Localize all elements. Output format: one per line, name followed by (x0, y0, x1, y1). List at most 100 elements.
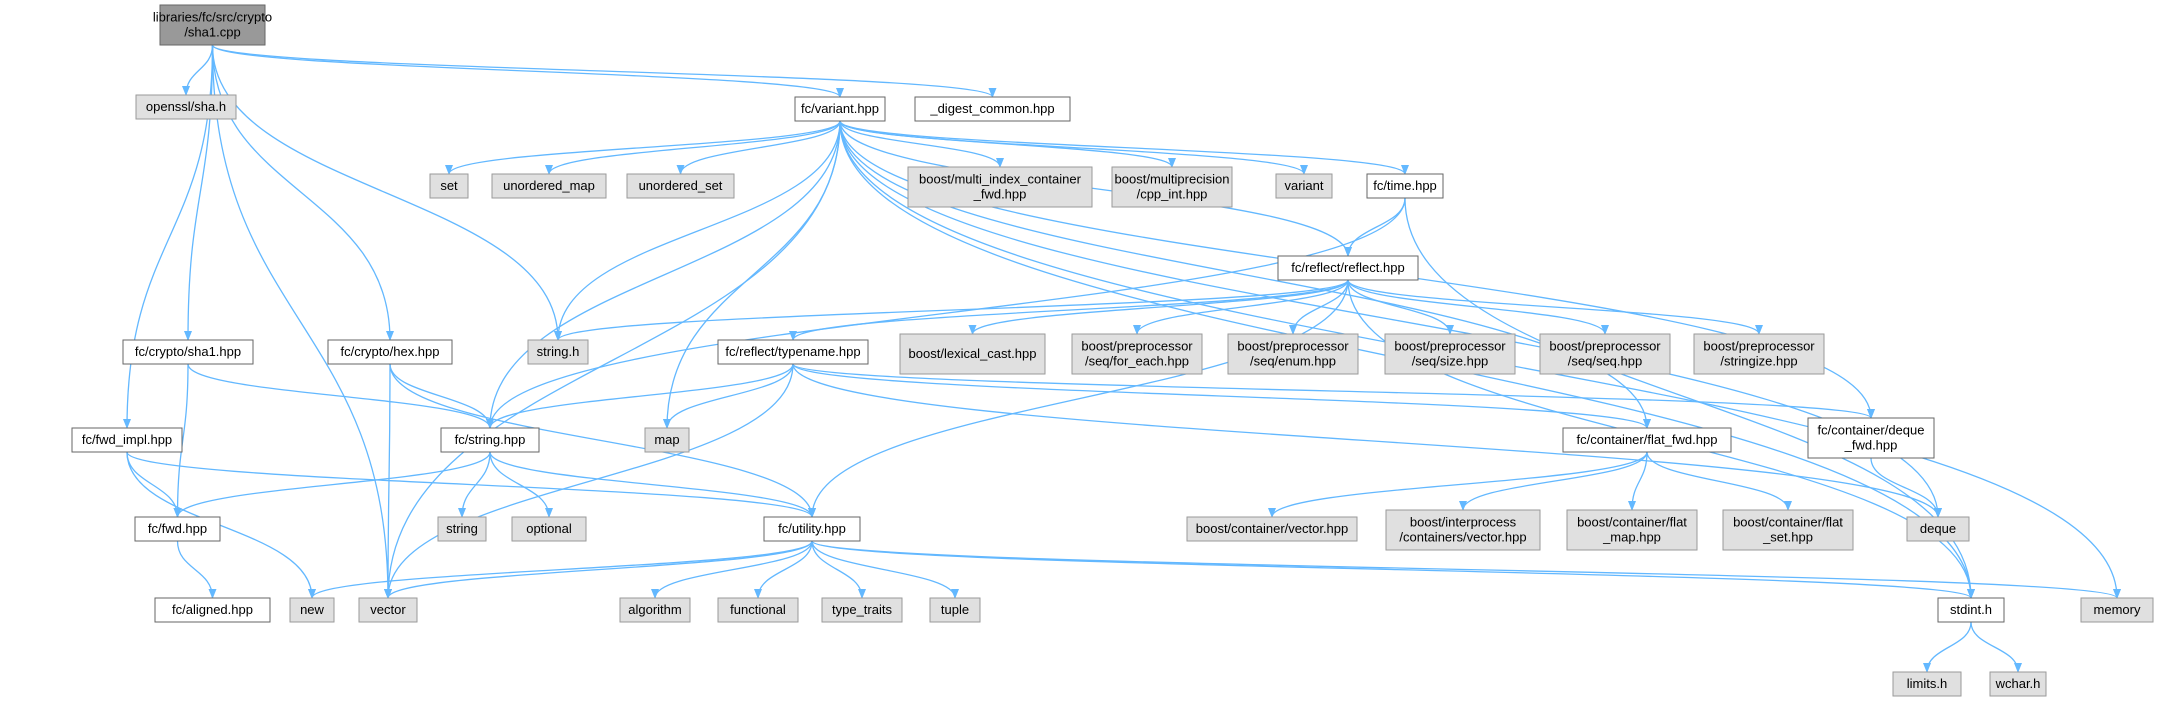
node-box (929, 597, 981, 623)
node-box (154, 597, 271, 623)
node-fc-string[interactable]: fc/string.hpp (440, 427, 540, 453)
node-label-line: _fwd.hpp (973, 187, 1027, 202)
edge-variant-to-fc_string (486, 120, 841, 429)
node-bmic-fwd: boost/multi_index_container_fwd.hpp (907, 166, 1093, 208)
node-fwd-impl[interactable]: fc/fwd_impl.hpp (71, 427, 183, 453)
node-box (717, 339, 869, 365)
edge-utility-to-algorithm (651, 540, 813, 599)
node-box (821, 597, 903, 623)
edge-fc_fwd-to-aligned (176, 540, 217, 599)
node-label-line: boost/preprocessor (1394, 339, 1506, 354)
node-variant[interactable]: fc/variant.hpp (794, 96, 886, 122)
node-algorithm: algorithm (619, 597, 691, 623)
node-string-h: string.h (527, 339, 589, 365)
node-bc-vector: boost/container/vector.hpp (1186, 516, 1358, 542)
edge-flat_fwd-to-bi_vector (1459, 451, 1648, 511)
edge-fc_string-to-utility (489, 451, 816, 518)
node-box (2080, 597, 2154, 623)
edge-typename-to-fc_string (486, 363, 794, 429)
node-box (1071, 333, 1203, 375)
node-box (1566, 509, 1698, 551)
node-label-line: unordered_set (639, 178, 723, 193)
node-box (619, 597, 691, 623)
node-label-line: set (440, 178, 458, 193)
node-typename[interactable]: fc/reflect/typename.hpp (717, 339, 869, 365)
node-crypto-hex[interactable]: fc/crypto/hex.hpp (327, 339, 453, 365)
node-bmp-cppint: boost/multiprecision/cpp_int.hpp (1111, 166, 1233, 208)
node-root[interactable]: libraries/fc/src/crypto/sha1.cpp (153, 4, 272, 46)
edge-variant-to-set (445, 120, 841, 175)
node-label-line: fc/container/flat_fwd.hpp (1577, 432, 1718, 447)
node-box (717, 597, 799, 623)
node-aligned[interactable]: fc/aligned.hpp (154, 597, 271, 623)
node-box (1906, 516, 1970, 542)
node-box (907, 166, 1093, 208)
node-bi-vector: boost/interprocess/containers/vector.hpp (1385, 509, 1541, 551)
node-box (429, 173, 469, 199)
edge-reflect-to-pp_for_each (1133, 279, 1349, 335)
node-box (134, 516, 221, 542)
edge-typename-to-map (663, 363, 794, 429)
node-functional: functional (717, 597, 799, 623)
node-unordered-map: unordered_map (491, 173, 607, 199)
node-box (763, 516, 861, 542)
node-label-line: fc/variant.hpp (801, 101, 879, 116)
node-deque-fwd[interactable]: fc/container/deque_fwd.hpp (1807, 417, 1935, 459)
node-label-line: map (654, 432, 679, 447)
node-label-line: fc/reflect/reflect.hpp (1291, 260, 1404, 275)
node-memory: memory (2080, 597, 2154, 623)
node-fc-fwd[interactable]: fc/fwd.hpp (134, 516, 221, 542)
node-time[interactable]: fc/time.hpp (1366, 173, 1444, 199)
node-box (1693, 333, 1825, 375)
node-stdint[interactable]: stdint.h (1937, 597, 2005, 623)
node-label-line: string.h (537, 344, 580, 359)
node-pp-stringize: boost/preprocessor/stringize.hpp (1693, 333, 1825, 375)
node-label-line: /stringize.hpp (1720, 354, 1797, 369)
node-box (1937, 597, 2005, 623)
edge-variant-to-bmic_fwd (839, 120, 1004, 168)
node-flat-fwd[interactable]: fc/container/flat_fwd.hpp (1562, 427, 1732, 453)
edge-typename-to-deque (792, 363, 1942, 518)
node-box (644, 427, 690, 453)
node-label-line: limits.h (1907, 676, 1947, 691)
node-label-line: unordered_map (503, 178, 595, 193)
node-reflect[interactable]: fc/reflect/reflect.hpp (1277, 255, 1419, 281)
node-label-line: fc/string.hpp (455, 432, 526, 447)
node-box (437, 516, 487, 542)
node-string-std: string (437, 516, 487, 542)
node-box (1277, 255, 1419, 281)
node-box (1892, 671, 1962, 697)
edge-reflect-to-pp_stringize (1347, 279, 1763, 335)
node-bc-flat-set: boost/container/flat_set.hpp (1722, 509, 1854, 551)
node-box (1111, 166, 1233, 208)
edge-utility-to-tuple (811, 540, 959, 599)
node-label-line: _map.hpp (1602, 530, 1661, 545)
edge-reflect-to-pp_size (1347, 279, 1454, 335)
node-utility[interactable]: fc/utility.hpp (763, 516, 861, 542)
node-map: map (644, 427, 690, 453)
node-label-line: /seq/enum.hpp (1250, 354, 1336, 369)
node-box (899, 333, 1046, 375)
node-box (527, 339, 589, 365)
node-limits: limits.h (1892, 671, 1962, 697)
node-label-line: fc/crypto/hex.hpp (341, 344, 440, 359)
nodes-layer: libraries/fc/src/crypto/sha1.cpp openssl/… (71, 4, 2154, 697)
node-tuple: tuple (929, 597, 981, 623)
node-crypto-sha1[interactable]: fc/crypto/sha1.hpp (122, 339, 254, 365)
edge-root-to-digest_common (211, 44, 997, 98)
node-box (794, 96, 886, 122)
node-label-line: /containers/vector.hpp (1399, 530, 1526, 545)
edge-flat_fwd-to-bc_vector (1268, 451, 1648, 518)
node-optional: optional (511, 516, 587, 542)
node-box (491, 173, 607, 199)
edge-variant-to-time (839, 120, 1409, 175)
node-box (159, 4, 266, 46)
edge-reflect-to-pp_enum (1289, 279, 1349, 335)
node-label-line: _fwd.hpp (1844, 438, 1898, 453)
node-digest-common[interactable]: _digest_common.hpp (914, 96, 1071, 122)
node-label-line: boost/container/flat (1733, 515, 1843, 530)
edge-root-to-vector (211, 44, 392, 599)
node-label-line: openssl/sha.h (146, 99, 226, 114)
edge-stdint-to-wchar (1970, 621, 2022, 673)
edge-reflect-to-typename (789, 279, 1349, 341)
